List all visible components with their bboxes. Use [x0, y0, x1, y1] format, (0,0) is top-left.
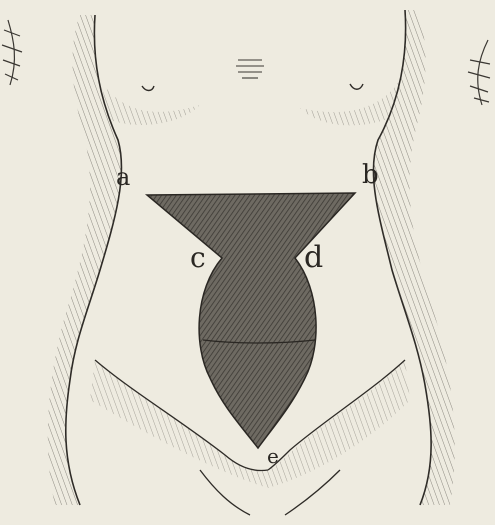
right-chest-shadow [300, 80, 400, 125]
left-arm-outline [2, 20, 22, 85]
sternum-mark [236, 60, 264, 78]
right-nipple [350, 84, 363, 89]
label-a: a [116, 165, 130, 189]
shaded-region [147, 193, 355, 448]
torso-right-shading [373, 10, 454, 505]
right-arm-outline [468, 40, 490, 105]
label-c: c [190, 244, 206, 272]
label-d: d [304, 243, 323, 273]
torso-left-shading [48, 15, 122, 505]
left-nipple [142, 86, 154, 91]
left-chest-shadow [100, 80, 200, 125]
label-b: b [362, 162, 379, 188]
label-e: e [267, 446, 279, 466]
